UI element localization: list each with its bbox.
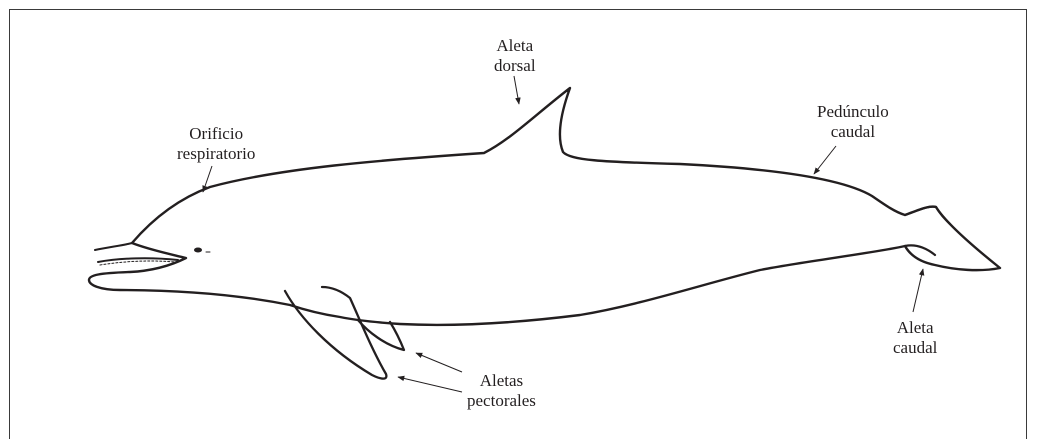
eye (194, 248, 202, 253)
label-line: Pedúnculo (817, 102, 889, 122)
teeth (100, 261, 176, 265)
label-line: dorsal (494, 56, 536, 76)
label-line: Orificio (177, 124, 255, 144)
label-orificio-respiratorio: Orificio respiratorio (177, 124, 255, 164)
arrow-pectoral-near (398, 377, 462, 392)
fluke-detail (905, 207, 950, 255)
arrow-aleta-dorsal (514, 76, 519, 104)
label-aleta-caudal: Aleta caudal (893, 318, 937, 358)
label-line: caudal (893, 338, 937, 358)
label-aleta-dorsal: Aleta dorsal (494, 36, 536, 76)
arrow-aleta-caudal (913, 269, 923, 312)
label-line: respiratorio (177, 144, 255, 164)
label-aletas-pectorales: Aletas pectorales (467, 371, 536, 411)
arrow-pectoral-far (416, 353, 462, 372)
label-pedunculo-caudal: Pedúnculo caudal (817, 102, 889, 142)
label-line: Aletas (467, 371, 536, 391)
label-line: Aleta (893, 318, 937, 338)
label-line: pectorales (467, 391, 536, 411)
arrow-pedunculo (814, 146, 836, 174)
label-line: caudal (817, 122, 889, 142)
label-line: Aleta (494, 36, 536, 56)
